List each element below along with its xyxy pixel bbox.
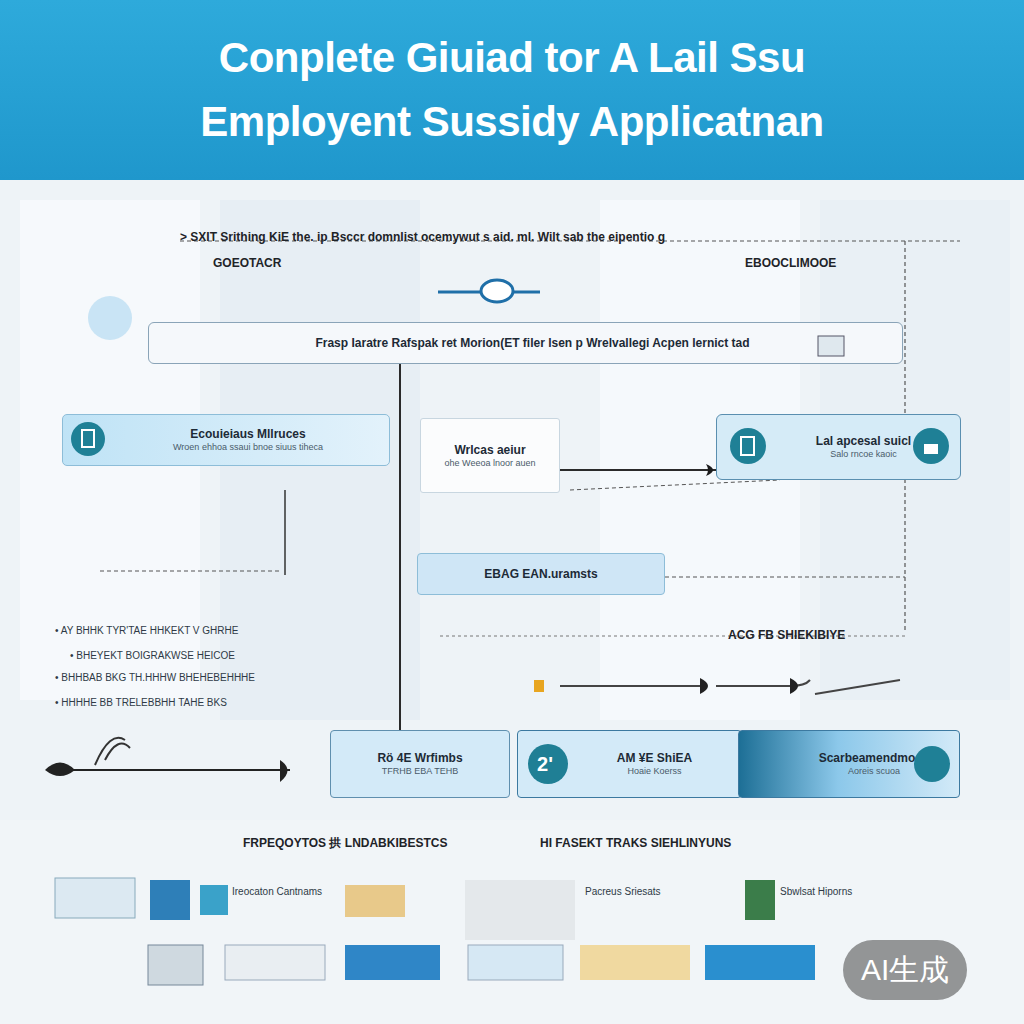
note-label: GOEOTACR — [213, 256, 281, 271]
node-heading: Rö 4E Wrfimbs — [377, 751, 462, 766]
note-label: • BHEYEKT BOIGRAKWSE HEICOE — [70, 650, 235, 662]
thumbnail — [705, 945, 815, 980]
thumbnail — [148, 945, 203, 985]
diagram-title: Conplete Giuiad tor A Lail Ssu Employent… — [132, 26, 892, 154]
note-label: ACG FB SHIEKIBIYE — [728, 628, 845, 643]
process-box: Rö 4E WrfimbsTFRHB EBA TEHB — [330, 730, 510, 798]
note-label: EBOOCLIMOOE — [745, 256, 836, 271]
process-box: AM ¥E ShiEAHoaie Koerss 2' — [517, 730, 742, 798]
process-box: Ecouieiaus MllrucesWroen ehhoa ssaui bno… — [62, 414, 390, 466]
note-label: Ireocaton Cantnams — [232, 886, 322, 898]
flow-connector — [560, 469, 716, 471]
thumbnail — [468, 945, 563, 980]
dashed-line — [570, 480, 780, 490]
thumbnail — [150, 880, 190, 920]
note-label: HI FASEKT TRAKS SIEHLINYUNS — [540, 836, 731, 851]
node-body: Hoaie Koerss — [627, 766, 681, 777]
floor-shape — [0, 820, 1024, 1024]
doc-icon — [71, 422, 105, 456]
note-label: Pacreus Sriesats — [585, 886, 661, 898]
arrow-head — [790, 678, 798, 694]
thumbnail — [580, 945, 690, 980]
doc-icon — [730, 428, 766, 464]
node-heading: Lal apcesal suicl — [816, 434, 911, 449]
thumbnail — [225, 945, 325, 980]
node-heading: Wrlcas aeiur — [454, 443, 525, 458]
lock-icon — [924, 444, 938, 454]
node-body: Wroen ehhoa ssaui bnoe siuus tiheca — [173, 442, 323, 453]
page-background — [0, 180, 1024, 1024]
arrow-head — [45, 763, 75, 777]
thumbnail — [345, 945, 440, 980]
note-label: > SXIT Srithing KiE the. ip Bsccr domnli… — [180, 230, 665, 245]
step-circle: 2' — [528, 744, 568, 784]
process-box: Wrlcas aeiurohe Weeoa lnoor auen — [420, 418, 560, 493]
node-body: TFRHB EBA TEHB — [382, 766, 458, 777]
thumbnail — [345, 885, 405, 917]
node-heading: EBAG EAN.uramsts — [484, 567, 597, 582]
node-heading: Scarbeamendmooe — [819, 751, 930, 766]
arrow-line — [55, 769, 290, 771]
doc-icon — [741, 437, 754, 455]
thumbnail — [55, 878, 135, 918]
marker-dot — [534, 680, 544, 692]
pen-scribble — [95, 738, 130, 765]
node-heading: Frasp Iaratre Rafspak ret Morion(ET file… — [315, 336, 749, 351]
wire-line — [284, 490, 286, 575]
image-icon — [818, 336, 844, 356]
paint-blot — [88, 296, 132, 340]
node-body: Aoreis scuoa — [848, 766, 900, 777]
watermark: AI生成 — [843, 940, 967, 1000]
thumbnail — [745, 880, 775, 920]
arrow-line — [815, 680, 900, 694]
node-heading: Ecouieiaus Mllruces — [190, 427, 305, 442]
thumbnail-row — [55, 878, 815, 985]
thumbnail — [465, 880, 575, 940]
node-heading: 2' — [537, 753, 553, 775]
node-body: Salo rncoe kaoic — [830, 449, 897, 460]
user-icon — [914, 746, 950, 782]
cloud-icon — [481, 280, 513, 302]
note-label: • BHHBAB BKG TH.HHHW BHEHEBEHHHE — [55, 672, 255, 684]
dashed-line — [100, 570, 282, 571]
node-body: ohe Weeoa lnoor auen — [445, 458, 536, 469]
process-box: EBAG EAN.uramsts — [417, 553, 665, 595]
process-box: ScarbeamendmooeAoreis scuoa — [738, 730, 960, 798]
node-heading: AM ¥E ShiEA — [617, 751, 692, 766]
arrow-head — [280, 760, 288, 782]
note-label: FRPEQOYTOS 拱 LNDABKIBESTCS — [243, 836, 447, 851]
note-label: • AY BHHK TYR'TAE HHKEKT V GHRHE — [55, 625, 238, 637]
dashed-line — [665, 576, 905, 577]
doc-icon — [82, 430, 94, 447]
thumbnail — [200, 885, 228, 915]
note-label: Sbwlsat Hiporns — [780, 886, 852, 898]
arrow-line — [560, 685, 700, 687]
process-box: Frasp Iaratre Rafspak ret Morion(ET file… — [148, 322, 903, 364]
arrow-head — [700, 678, 708, 694]
note-label: • HHHHE BB TRELEBBHH TAHE BKS — [55, 697, 227, 709]
process-box: Lal apcesal suiclSalo rncoe kaoic — [716, 414, 961, 480]
lock-icon — [913, 428, 949, 464]
header-band: Conplete Giuiad tor A Lail Ssu Employent… — [0, 0, 1024, 180]
flow-connector — [399, 364, 401, 730]
